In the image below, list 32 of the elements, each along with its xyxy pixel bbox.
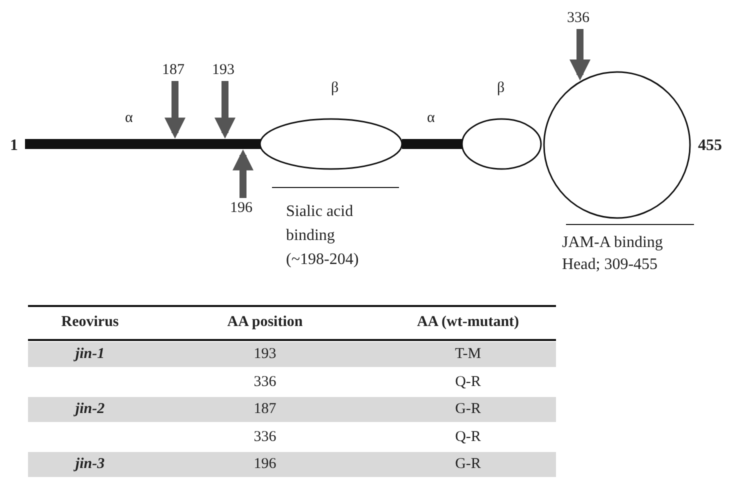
table-cell-text: jin-3 [72, 456, 106, 473]
arrow [232, 149, 254, 198]
table-cell-text: T-M [454, 346, 482, 363]
position-number: 187 [162, 62, 184, 79]
terminus-number: 455 [698, 137, 722, 154]
position-number: 336 [567, 10, 590, 27]
table-cell-text: jin-1 [72, 346, 106, 363]
table-cell-text: 336 [252, 428, 278, 446]
table-cell-text: jin-2 [72, 401, 106, 418]
region-caption: JAM-A binding Head; 309-455 [562, 233, 664, 275]
table-cell-text: 193 [252, 346, 278, 363]
table-cell-text: 196 [252, 456, 278, 473]
domain-label: α [427, 110, 435, 127]
arrow [214, 81, 236, 139]
terminus-number: 1 [10, 137, 18, 154]
column-header: AA (wt-mutant) [416, 314, 520, 331]
column-header: Reovirus [60, 314, 120, 331]
table-cell-text: G-R [454, 401, 482, 418]
table-cell-text: 336 [252, 374, 278, 390]
arrow [164, 81, 186, 139]
domain-label: β [497, 80, 505, 97]
table-cell-text: Q-R [454, 428, 482, 446]
position-number: 196 [230, 200, 252, 217]
region-caption: Sialic acid binding (~198-204) [286, 202, 360, 270]
table-cell-text: 187 [252, 401, 278, 418]
table-cell-text: Q-R [454, 374, 482, 390]
domain-label: β [331, 80, 339, 97]
column-header: AA position [226, 314, 304, 331]
position-number: 193 [212, 62, 234, 79]
domain-label: α [125, 110, 133, 127]
arrow [570, 29, 590, 81]
table-cell-text: G-R [454, 456, 482, 473]
